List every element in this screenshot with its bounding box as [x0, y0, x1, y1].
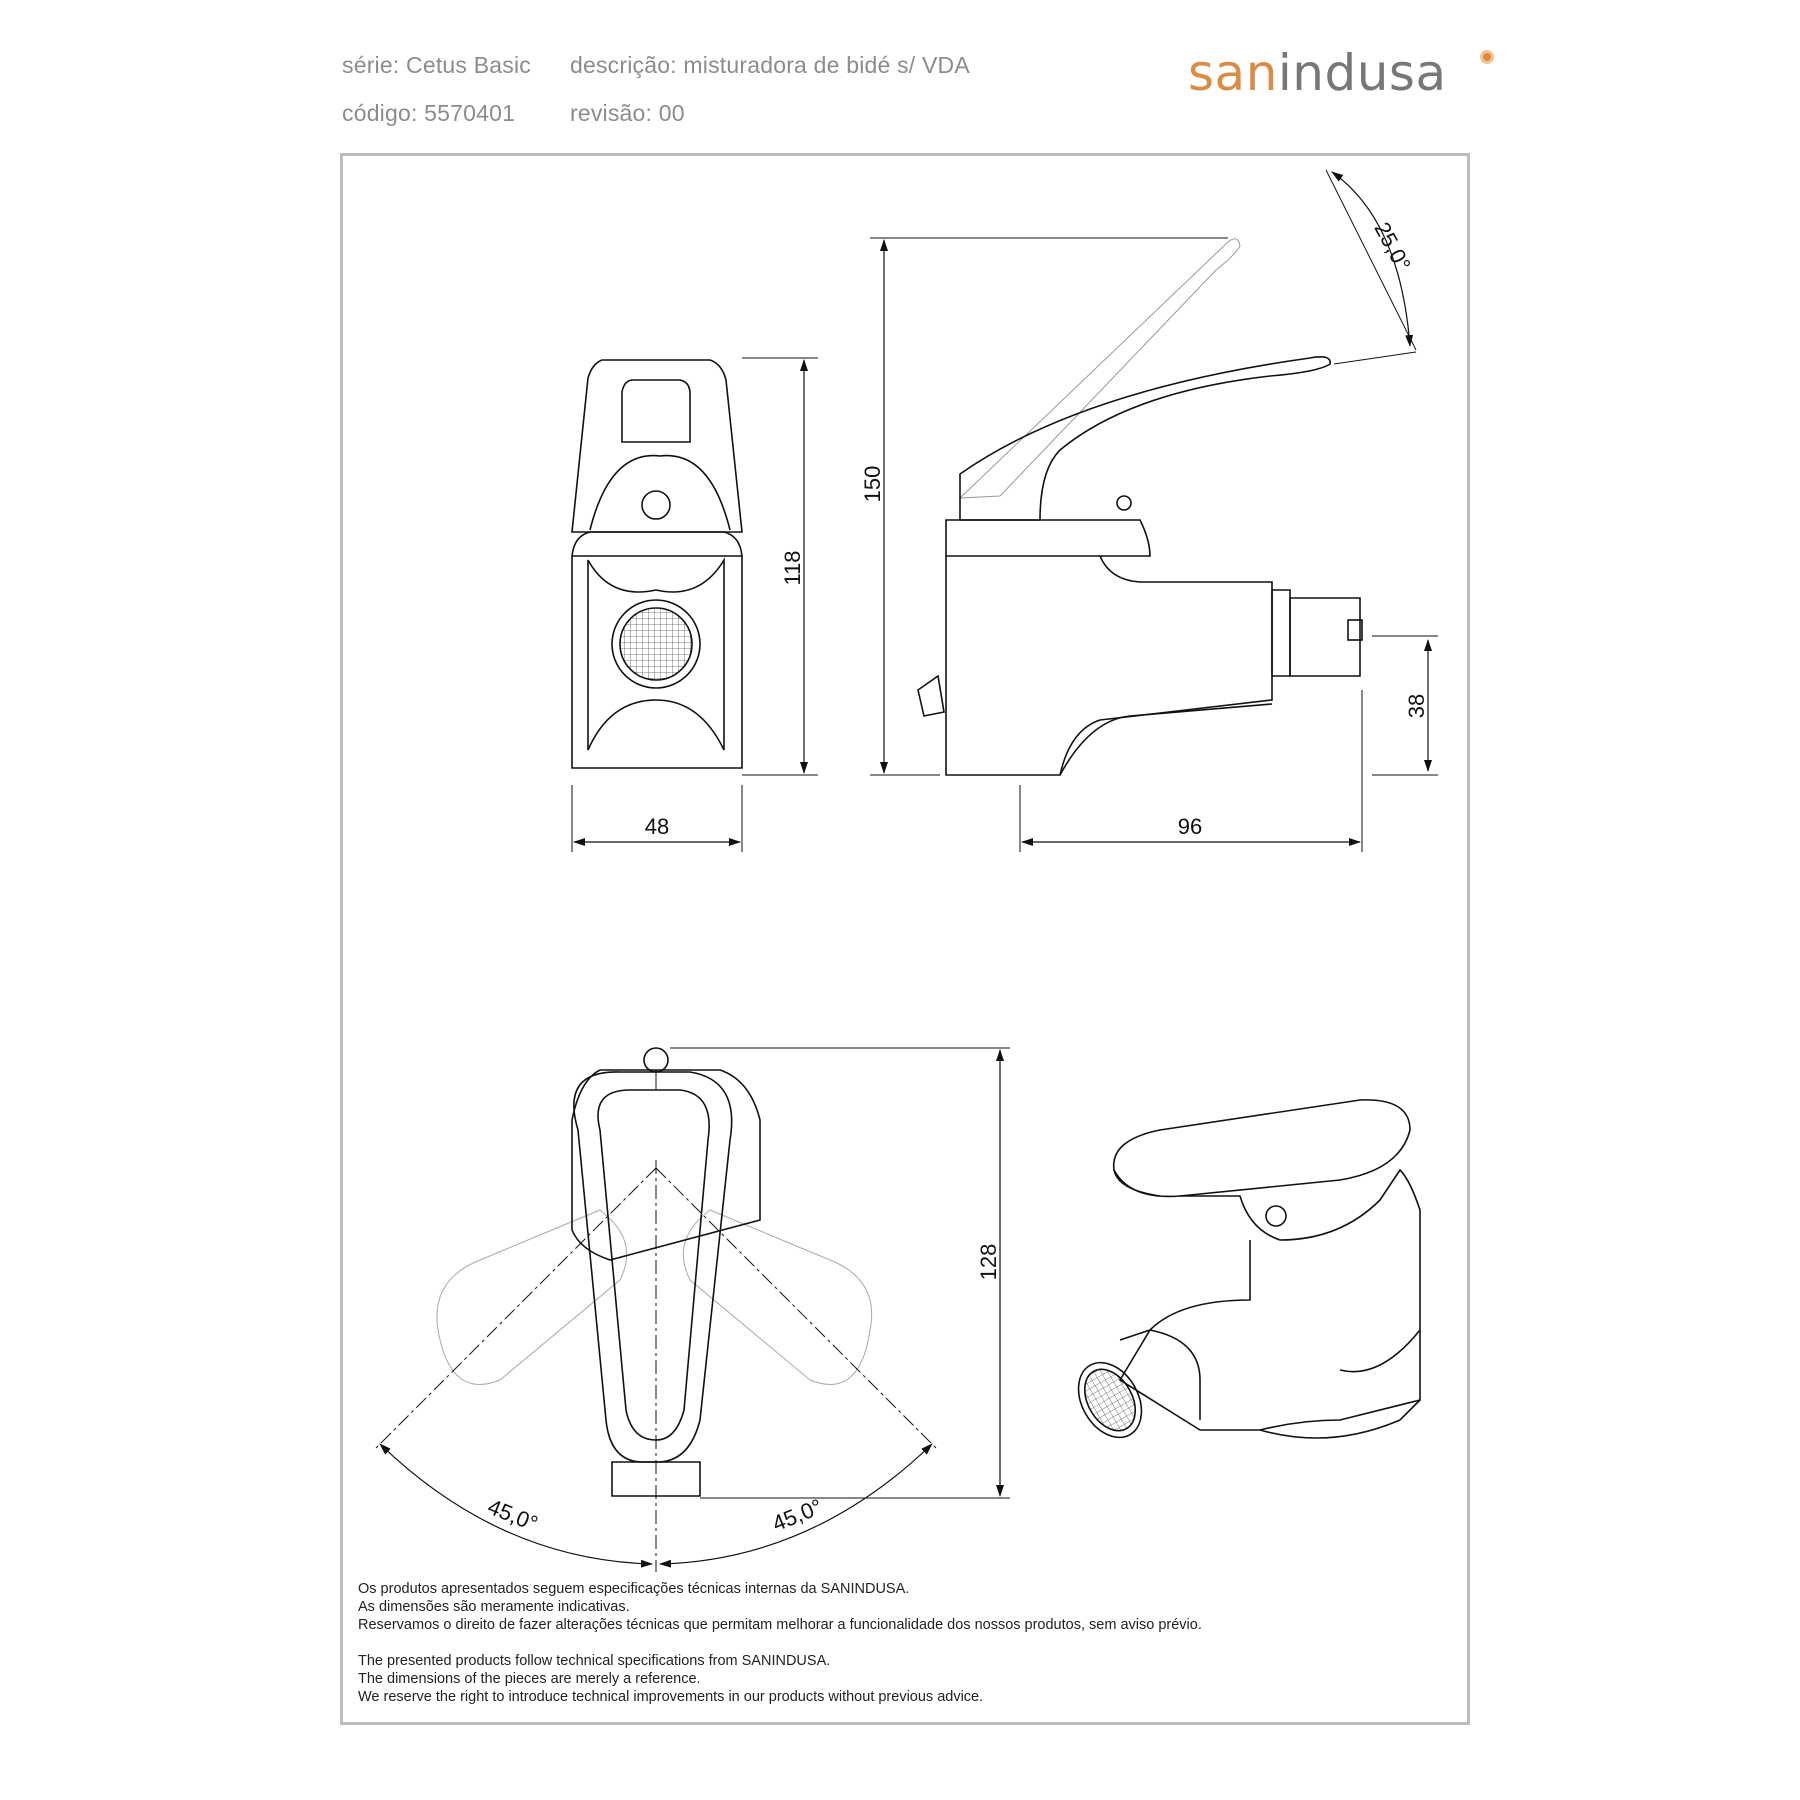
iso-lever	[1112, 1099, 1411, 1198]
side-body-top	[945, 519, 1151, 557]
front-aerator	[611, 599, 701, 689]
dim-text-45-left: 45,0°	[484, 1494, 541, 1537]
note-en-2: The dimensions of the pieces are merely …	[358, 1671, 701, 1687]
note-pt-3: Reservamos o direito de fazer alterações…	[358, 1617, 1202, 1633]
side-body	[945, 555, 1273, 776]
front-lever-outline	[571, 359, 743, 533]
drawing-frame	[340, 153, 1470, 1725]
top-popup-rod	[643, 1047, 669, 1073]
dim-text-48: 48	[645, 814, 669, 839]
logo-part-indusa: indusa	[1277, 44, 1447, 102]
top-body-outline	[571, 1069, 761, 1261]
top-lever-left	[436, 1209, 628, 1385]
iso-aerator-mesh	[1083, 1368, 1137, 1432]
rotation-left-line	[375, 1167, 657, 1449]
front-lever-v	[589, 454, 731, 531]
side-aerator-tip	[1347, 619, 1363, 641]
dim-text-128: 128	[976, 1244, 1001, 1281]
front-body-shoulder	[571, 531, 743, 557]
front-body-curve	[587, 557, 725, 751]
iso-body	[1118, 1240, 1421, 1431]
top-lever-right	[682, 1209, 873, 1385]
dim-text-96: 96	[1178, 814, 1202, 839]
top-view	[436, 1047, 873, 1497]
side-lever	[959, 356, 1331, 521]
iso-pivot	[1265, 1205, 1287, 1227]
descricao-label: descrição: misturadora de bidé s/ VDA	[570, 52, 970, 78]
front-aerator-mesh	[619, 607, 693, 681]
revisao-label: revisão: 00	[570, 100, 685, 126]
top-lever-inner	[597, 1089, 710, 1441]
iso-body-lower	[1259, 1399, 1421, 1439]
dim-arc-45-right	[659, 1443, 933, 1568]
dim-text-118: 118	[780, 550, 805, 585]
rotation-right-line	[655, 1167, 937, 1449]
iso-spout-sleeve	[1119, 1329, 1201, 1420]
codigo-label: código: 5570401	[342, 100, 516, 126]
logo-dot-icon	[1480, 50, 1494, 64]
dim-text-45-right: 45,0°	[769, 1494, 826, 1537]
iso-aerator	[1077, 1361, 1143, 1439]
dim-arc-25	[1331, 171, 1414, 347]
top-lever	[573, 1071, 733, 1463]
dim-text-150: 150	[860, 466, 885, 503]
isometric-view	[1077, 1099, 1421, 1439]
side-body-lower-curve	[1059, 703, 1273, 776]
sanindusa-logo: sanindusa	[1188, 44, 1447, 102]
note-en-1: The presented products follow technical …	[358, 1653, 831, 1669]
logo-part-san: san	[1188, 44, 1278, 102]
note-pt-1: Os produtos apresentados seguem especifi…	[358, 1581, 910, 1597]
serie-label: série: Cetus Basic	[342, 52, 531, 78]
dim-text-25: 25,0°	[1369, 218, 1415, 275]
front-view	[571, 359, 743, 769]
iso-lever-edge	[1113, 1169, 1161, 1197]
front-lever-inner	[621, 379, 691, 443]
side-pivot	[1116, 495, 1132, 511]
disclaimer-notes: Os produtos apresentados seguem especifi…	[358, 1580, 1202, 1706]
note-pt-2: As dimensões são meramente indicativas.	[358, 1599, 630, 1615]
side-aerator	[1289, 597, 1361, 677]
iso-body-upper	[1180, 1168, 1421, 1373]
side-lever-raised	[958, 238, 1241, 499]
note-en-3: We reserve the right to introduce techni…	[358, 1689, 984, 1705]
side-spout-nozzle	[1271, 589, 1291, 677]
front-body	[571, 555, 743, 769]
side-view	[917, 238, 1363, 776]
side-popup-rod	[917, 674, 945, 717]
dim-arc-45-left	[379, 1443, 653, 1568]
front-pivot	[641, 490, 671, 520]
dim-text-38: 38	[1404, 694, 1429, 718]
